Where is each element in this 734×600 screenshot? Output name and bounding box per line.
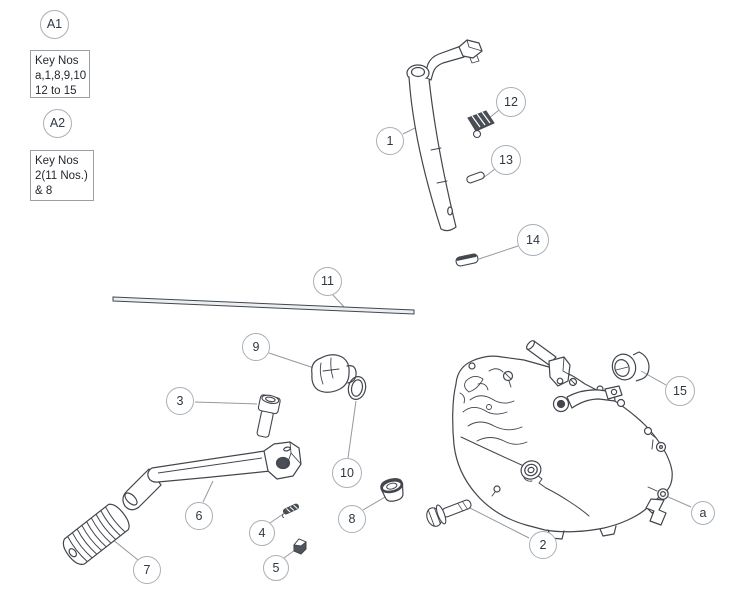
callout-4[interactable]: 4 xyxy=(249,520,275,546)
part-9-cap xyxy=(311,354,357,393)
part-1-lever-shaft xyxy=(406,39,483,232)
part-a-bolt xyxy=(647,486,669,500)
key-box-1-line-3: 12 to 15 xyxy=(35,85,77,97)
key-box-1: Key Nos a,1,8,9,10 12 to 15 xyxy=(30,50,90,98)
key-box-2: Key Nos 2(11 Nos.) & 8 xyxy=(30,150,94,201)
part-6-kick-lever xyxy=(122,441,302,511)
callout-3[interactable]: 3 xyxy=(166,387,194,415)
callout-14[interactable]: 14 xyxy=(517,224,549,256)
callout-5[interactable]: 5 xyxy=(263,555,289,581)
key-box-1-line-2: a,1,8,9,10 xyxy=(35,70,87,82)
part-3-bolt xyxy=(256,394,281,438)
part-5-nut xyxy=(293,538,307,555)
callout-2[interactable]: 2 xyxy=(529,531,557,559)
callout-9[interactable]: 9 xyxy=(242,333,270,361)
part-7-rubber-peg xyxy=(62,503,130,565)
part-13-pin xyxy=(466,171,485,184)
part-15-plug xyxy=(611,351,650,382)
cover-screws xyxy=(468,360,667,497)
callout-a[interactable]: a xyxy=(691,501,715,525)
leader-lines xyxy=(111,109,692,561)
key-box-2-line-3: & 8 xyxy=(35,185,53,197)
part-8-cup-seal xyxy=(380,478,404,502)
callout-A2[interactable]: A2 xyxy=(43,109,72,138)
part-4-pin xyxy=(282,503,300,519)
callout-7[interactable]: 7 xyxy=(133,556,161,584)
key-box-2-line-2: 2(11 Nos.) xyxy=(35,170,88,182)
callout-A1[interactable]: A1 xyxy=(40,10,69,39)
clutch-cover xyxy=(452,340,673,540)
casting-texture xyxy=(459,368,528,445)
clutch-release-lever xyxy=(552,385,623,413)
callout-1[interactable]: 1 xyxy=(376,127,404,155)
callout-6[interactable]: 6 xyxy=(185,502,213,530)
key-box-2-line-1: Key Nos xyxy=(35,155,79,167)
part-2-bolt xyxy=(426,499,472,527)
key-box-1-line-1: Key Nos xyxy=(35,55,79,67)
callout-12[interactable]: 12 xyxy=(496,87,526,117)
callout-8[interactable]: 8 xyxy=(338,505,366,533)
part-11-rod xyxy=(112,296,415,315)
part-12-spring xyxy=(467,110,495,139)
callout-10[interactable]: 10 xyxy=(332,458,362,488)
cover-top-stud xyxy=(526,340,571,387)
part-14-pin xyxy=(455,253,479,267)
cover-filler-cap xyxy=(520,460,542,482)
callout-13[interactable]: 13 xyxy=(491,145,521,175)
callout-11[interactable]: 11 xyxy=(313,267,342,296)
part-10-o-ring xyxy=(347,376,367,400)
callout-15[interactable]: 15 xyxy=(665,376,695,406)
